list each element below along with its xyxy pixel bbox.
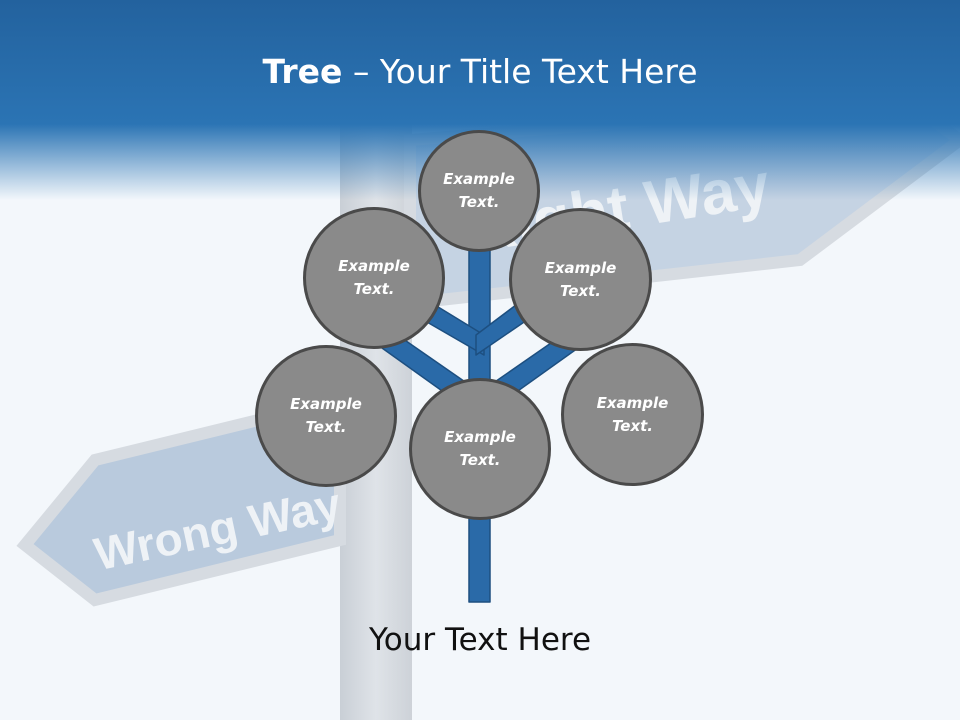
footer-text: Your Text Here (368, 622, 592, 658)
tree-node-upper-right: Example Text. (509, 208, 652, 351)
tree-node-center-label: Example Text. (444, 428, 516, 469)
slide-title: Tree – Your Title Text Here (0, 52, 960, 91)
tree-node-top-label: Example Text. (443, 170, 515, 211)
title-rest: Your Title Text Here (379, 52, 698, 91)
tree-node-lower-left-label: Example Text. (290, 395, 362, 436)
title-separator: – (342, 52, 380, 91)
tree-node-upper-right-label: Example Text. (544, 258, 617, 300)
tree-node-right: Example Text. (561, 343, 704, 486)
tree-node-lower-left: Example Text. (255, 345, 397, 487)
tree-node-right-label: Example Text. (596, 393, 669, 435)
title-bold: Tree (262, 52, 343, 91)
tree-node-upper-left-label: Example Text. (338, 257, 410, 298)
tree-node-center: Example Text. (409, 378, 551, 520)
tree-node-upper-left: Example Text. (303, 207, 445, 349)
tree-node-top: Example Text. (418, 130, 540, 252)
